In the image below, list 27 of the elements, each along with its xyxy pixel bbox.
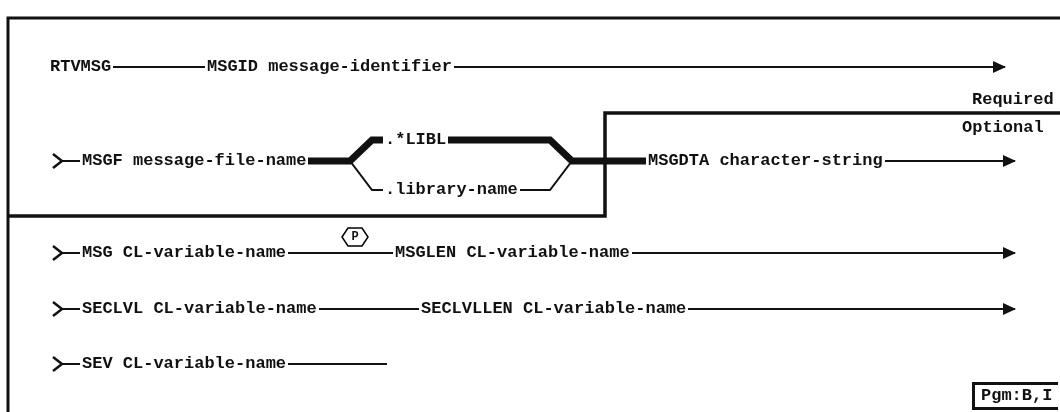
arrow xyxy=(631,247,1016,259)
connector-line xyxy=(287,252,394,254)
arrow xyxy=(884,155,1016,167)
program-type-tag: Pgm:B,I xyxy=(972,382,1059,410)
connector-line xyxy=(112,66,206,68)
syntax-keyword: MSGF message-file-name xyxy=(82,151,307,171)
syntax-keyword: MSGLEN CL-variable-name xyxy=(395,243,630,263)
syntax-keyword: .*LIBL xyxy=(385,130,447,150)
syntax-keyword: .library-name xyxy=(385,180,518,200)
syntax-keyword: MSGID message-identifier xyxy=(207,57,452,77)
continuation-line xyxy=(51,355,81,373)
section-label: Optional xyxy=(962,118,1044,138)
arrow xyxy=(453,61,1006,73)
syntax-keyword: SECLVLLEN CL-variable-name xyxy=(421,299,687,319)
continuation-line xyxy=(51,152,81,170)
section-label: Required xyxy=(972,90,1054,110)
syntax-keyword: MSG CL-variable-name xyxy=(82,243,287,263)
continuation-line xyxy=(51,300,81,318)
connector-line xyxy=(519,160,647,191)
arrow xyxy=(687,303,1016,315)
command-name: RTVMSG xyxy=(50,57,112,77)
connector-line xyxy=(287,363,388,365)
syntax-keyword: SECLVL CL-variable-name xyxy=(82,299,317,319)
connector-line xyxy=(318,308,420,310)
syntax-keyword: SEV CL-variable-name xyxy=(82,354,287,374)
syntax-keyword: MSGDTA character-string xyxy=(648,151,883,171)
continuation-line xyxy=(51,244,81,262)
